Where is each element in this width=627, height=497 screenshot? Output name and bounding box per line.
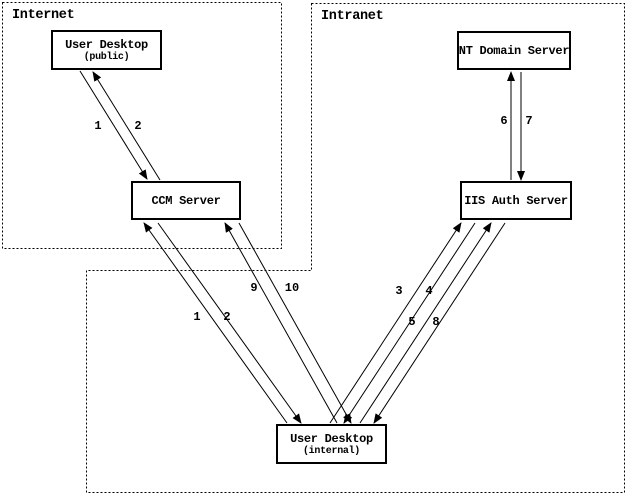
edge-5-internal-to-iis — [359, 222, 492, 424]
edge-2-public-response — [92, 71, 161, 181]
edge-10-ccm-to-internal — [238, 222, 352, 424]
node-ccm-server: CCM Server — [131, 181, 241, 220]
edge-label-1-internal: 1 — [193, 310, 201, 324]
intranet-zone-label: Intranet — [321, 9, 384, 24]
internet-zone-label: Internet — [12, 8, 75, 23]
edge-label-7: 7 — [525, 114, 533, 128]
edge-3-internal-to-iis — [329, 222, 462, 424]
edge-label-9: 9 — [250, 281, 258, 295]
edge-label-2-internal: 2 — [223, 310, 231, 324]
node-title: User Desktop — [290, 431, 373, 446]
intranet-zone-border — [86, 3, 625, 493]
node-subtitle: (internal) — [302, 445, 360, 457]
node-title: IIS Auth Server — [464, 193, 568, 208]
edge-label-5: 5 — [408, 315, 416, 329]
node-title: CCM Server — [151, 193, 221, 208]
node-title: User Desktop — [65, 37, 148, 52]
edge-label-8: 8 — [432, 315, 440, 329]
node-nt-domain-server: NT Domain Server — [457, 31, 571, 70]
node-user-desktop-public: User Desktop (public) — [51, 30, 162, 70]
edge-label-10: 10 — [284, 281, 300, 295]
internet-zone-border — [2, 2, 282, 249]
edge-label-3: 3 — [395, 284, 403, 298]
edge-1-public-request — [79, 70, 148, 180]
edge-4-iis-to-internal — [343, 222, 476, 424]
edge-1-internal-request — [143, 222, 288, 424]
edge-label-6: 6 — [500, 114, 508, 128]
edge-8-iis-to-internal — [373, 222, 506, 424]
edge-9-internal-to-ccm — [224, 222, 338, 424]
edge-label-4: 4 — [425, 284, 433, 298]
node-title: NT Domain Server — [458, 43, 570, 58]
node-subtitle: (public) — [83, 51, 130, 63]
edge-2-internal-response — [157, 222, 302, 424]
edge-label-1-public: 1 — [94, 119, 102, 133]
node-iis-auth-server: IIS Auth Server — [460, 181, 572, 220]
node-user-desktop-internal: User Desktop (internal) — [276, 424, 387, 464]
edge-label-2-public: 2 — [134, 119, 142, 133]
